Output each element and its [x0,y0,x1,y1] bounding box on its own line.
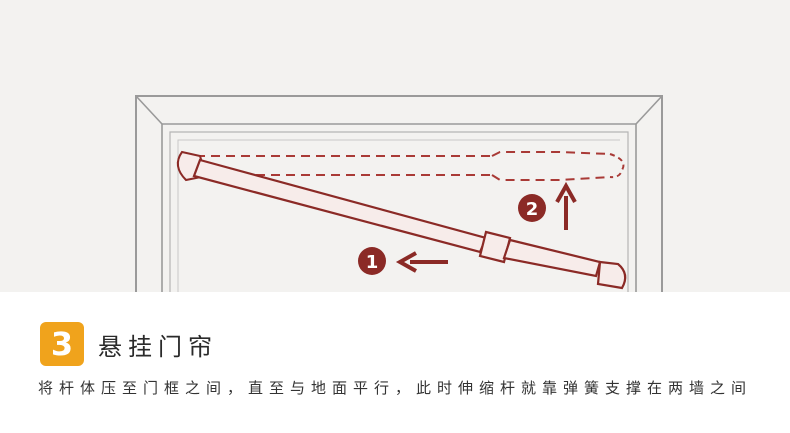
left-arrow-icon [395,251,448,273]
inner-frame-edge [169,131,629,292]
illustration-canvas: 1 2 [135,95,663,292]
outer-frame [135,95,663,292]
marker-1-label: 1 [366,252,379,273]
inner-frame-edge-2 [177,139,620,292]
up-arrow-icon [555,181,577,230]
step-header: 3 悬挂门帘 [40,322,218,366]
marker-2-group: 2 [518,181,577,230]
diagonal-rod [192,158,627,290]
door-frame-illustration: 1 2 [0,0,790,292]
frame-bevel [135,95,663,125]
step-description: 将杆体压至门框之间，直至与地面平行，此时伸缩杆就靠弹簧支撑在两墙之间 [38,379,753,397]
dashed-rod-end-right [609,153,625,179]
step-number-badge: 3 [40,322,84,366]
marker-1-group: 1 [358,247,448,275]
marker-2-label: 2 [526,199,539,220]
inner-frame [161,123,637,292]
step-title: 悬挂门帘 [98,332,218,361]
